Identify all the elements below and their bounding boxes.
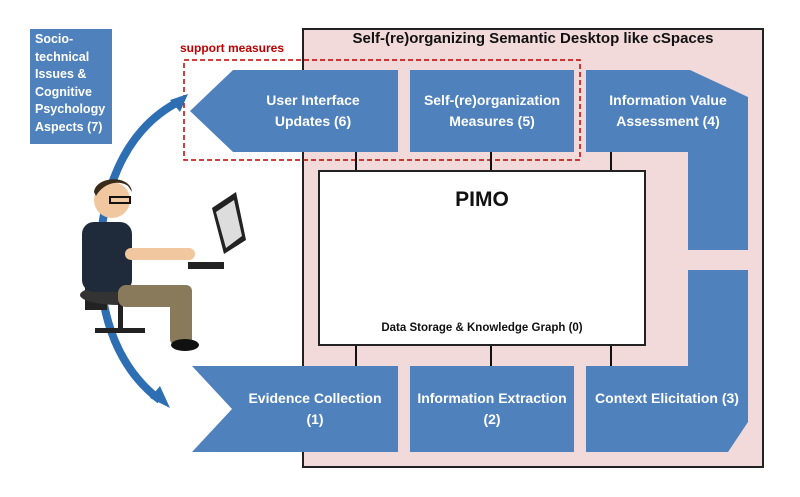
evidence-label: Evidence Collection (1) — [248, 390, 382, 427]
frame-title: Self-(re)organizing Semantic Desktop lik… — [352, 30, 714, 47]
pimo-box — [318, 170, 646, 346]
extraction-label: Information Extraction (2) — [417, 390, 567, 427]
ui-updates-label: User Interface Updates (6) — [266, 92, 360, 129]
support-measures-label: support measures — [180, 41, 285, 55]
pimo-caption: Data Storage & Knowledge Graph (0) — [381, 322, 583, 334]
context-shape — [586, 366, 748, 452]
context-label: Context Elicitation (3) — [595, 390, 739, 406]
self-org-label: Self-(re)organization Measures (5) — [423, 92, 561, 129]
ui-updates-shape — [190, 70, 398, 152]
user-at-computer-icon — [80, 179, 246, 351]
socio-technical-label: Socio-technical Issues & Cognitive Psych… — [35, 32, 106, 134]
socio-technical-box — [30, 29, 112, 144]
info-value-shape — [586, 70, 748, 250]
extraction-shape — [410, 366, 574, 452]
info-value-label: Information Value Assessment (4) — [609, 92, 727, 129]
evidence-shape — [192, 366, 398, 452]
context-connector-shape — [688, 270, 748, 388]
pimo-title: PIMO — [455, 188, 509, 211]
self-org-shape — [410, 70, 574, 152]
